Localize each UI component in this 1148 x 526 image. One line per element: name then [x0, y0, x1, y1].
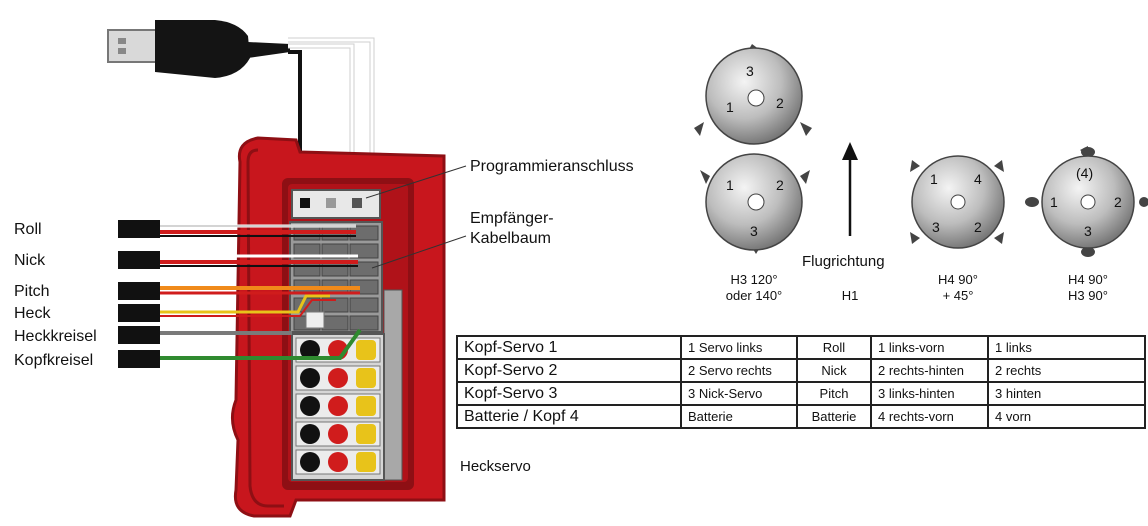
- connector-row: [295, 365, 381, 391]
- programming-port: [291, 189, 381, 219]
- table-cell: 1 links: [987, 335, 1146, 360]
- caption-h4-45-line2: + 45°: [943, 288, 974, 303]
- cable-label: Pitch: [14, 283, 50, 300]
- table-cell: Batterie: [796, 404, 872, 429]
- label-flugrichtung: Flugrichtung: [802, 253, 885, 270]
- table-cell: 2 rechts-hinten: [870, 358, 989, 383]
- connector-row: [295, 421, 381, 447]
- servo-number: 1: [726, 177, 734, 193]
- connector-row: [295, 393, 381, 419]
- table-cell: Nick: [796, 358, 872, 383]
- connector-row: [295, 449, 381, 475]
- table-cell: Kopf-Servo 2: [456, 358, 682, 383]
- servo-number: (4): [1076, 165, 1093, 181]
- caption-h4-90-line1: H4 90°: [1068, 272, 1108, 287]
- cable-kopfkreisel: [118, 328, 362, 368]
- table-row: Kopf-Servo 3 3 Nick-Servo Pitch 3 links-…: [456, 381, 1146, 406]
- servo-connector-rows: [291, 333, 385, 481]
- heck-plug: [305, 311, 325, 329]
- cable-label: Nick: [14, 252, 46, 269]
- table-cell: Roll: [796, 335, 872, 360]
- table-cell: Pitch: [796, 381, 872, 406]
- servo-number: 3: [932, 219, 940, 235]
- cable-roll: [118, 220, 356, 238]
- servo-number: 2: [776, 177, 784, 193]
- cable-label: Heck: [14, 305, 51, 322]
- table-row: Kopf-Servo 1 1 Servo links Roll 1 links-…: [456, 335, 1146, 360]
- caption-h4-45-line1: H4 90°: [938, 272, 978, 287]
- table-cell: Batterie / Kopf 4: [456, 404, 682, 429]
- servo-number: 1: [1050, 194, 1058, 210]
- table-cell: 4 vorn: [987, 404, 1146, 429]
- caption-h3-line2: oder 140°: [726, 288, 783, 303]
- caption-h1: H1: [842, 288, 859, 303]
- cable-pitch: [118, 282, 360, 300]
- swashplate-h1: 3 1 2: [694, 44, 812, 145]
- table-row: Kopf-Servo 2 2 Servo rechts Nick 2 recht…: [456, 358, 1146, 383]
- table-cell: Kopf-Servo 3: [456, 381, 682, 406]
- servo-number: 2: [776, 95, 784, 111]
- leader-line: [371, 235, 467, 269]
- table-cell: 2 rechts: [987, 358, 1146, 383]
- servo-number: 2: [974, 219, 982, 235]
- servo-assignment-table: Kopf-Servo 1 1 Servo links Roll 1 links-…: [456, 335, 1146, 429]
- servo-number: 4: [974, 171, 982, 187]
- servo-number: 3: [746, 63, 754, 79]
- table-cell: 1 Servo links: [680, 335, 798, 360]
- caption-h4-90-line2: H3 90°: [1068, 288, 1108, 303]
- servo-number: 3: [750, 223, 758, 239]
- swashplate-h3: 1 2 3: [700, 153, 810, 254]
- table-cell: Batterie: [680, 404, 798, 429]
- table-cell: Kopf-Servo 1: [456, 335, 682, 360]
- label-heckservo: Heckservo: [460, 458, 531, 475]
- servo-number: 3: [1084, 223, 1092, 239]
- table-cell: 1 links-vorn: [870, 335, 989, 360]
- table-cell: 3 Nick-Servo: [680, 381, 798, 406]
- label-empfaenger-1: Empfänger-: [470, 210, 554, 227]
- cable-label: Kopfkreisel: [14, 352, 93, 369]
- servo-number: 1: [726, 99, 734, 115]
- direction-arrow: [842, 142, 858, 236]
- swashplate-h4-45: 1 4 3 2: [910, 155, 1005, 249]
- leader-line: [365, 165, 467, 199]
- label-empfaenger-2: Kabelbaum: [470, 230, 551, 247]
- cable-nick: [118, 251, 358, 269]
- cable-label: Heckkreisel: [14, 328, 97, 345]
- swashplate-h4-90: (4) 1 2 3: [1025, 146, 1148, 257]
- cable-heck: [118, 294, 336, 322]
- cable-heckkreisel: [118, 326, 292, 344]
- caption-h3-line1: H3 120°: [730, 272, 777, 287]
- table-row: Batterie / Kopf 4 Batterie Batterie 4 re…: [456, 404, 1146, 429]
- servo-number: 2: [1114, 194, 1122, 210]
- table-cell: 3 links-hinten: [870, 381, 989, 406]
- servo-number: 1: [930, 171, 938, 187]
- table-cell: 4 rechts-vorn: [870, 404, 989, 429]
- table-cell: 2 Servo rechts: [680, 358, 798, 383]
- cable-label: Roll: [14, 221, 42, 238]
- label-programmieranschluss: Programmieranschluss: [470, 158, 634, 175]
- table-cell: 3 hinten: [987, 381, 1146, 406]
